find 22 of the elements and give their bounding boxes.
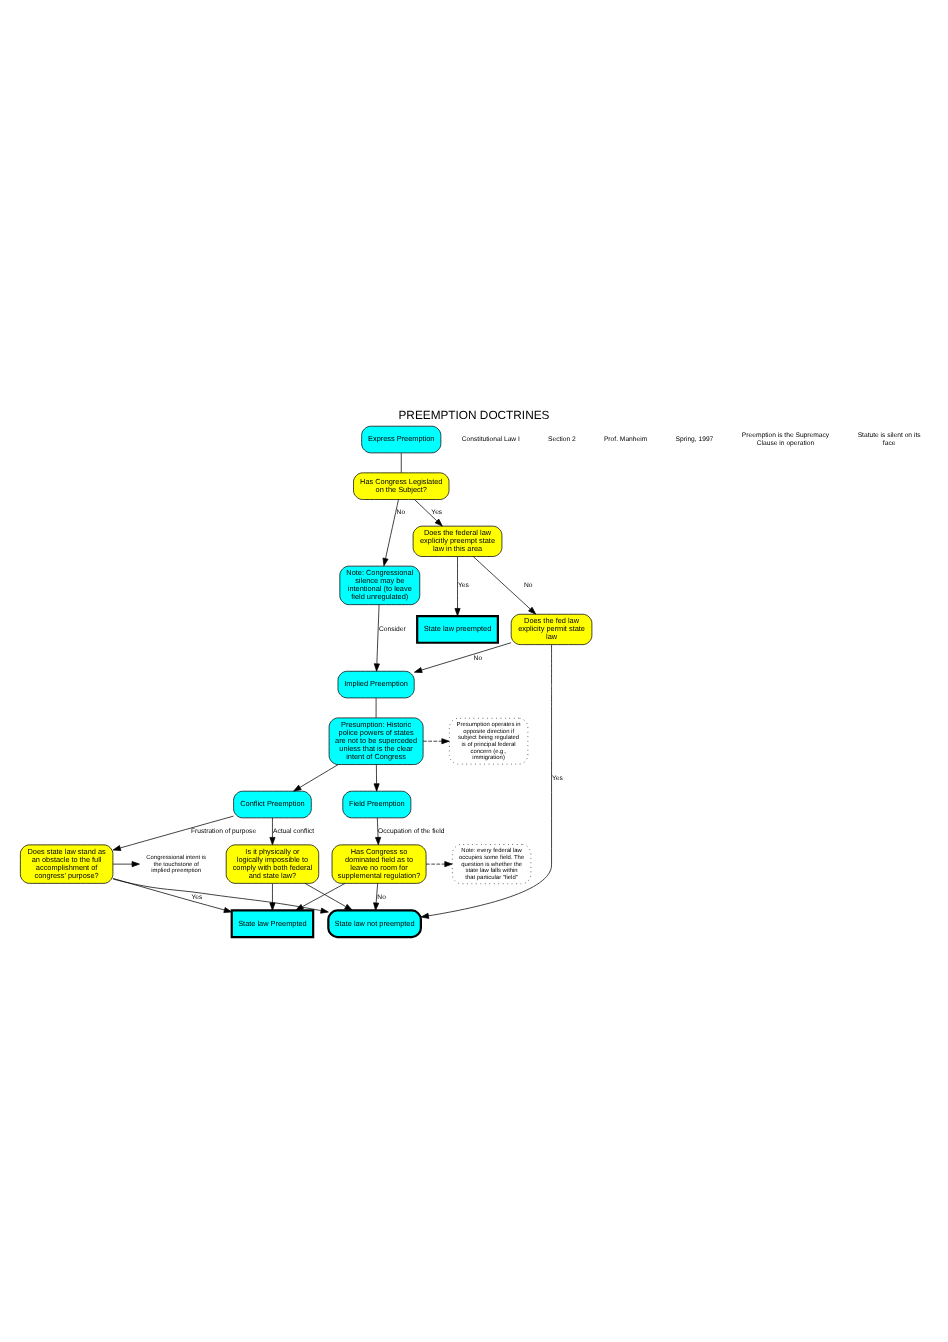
arrow bbox=[382, 498, 399, 566]
arrow bbox=[373, 763, 380, 791]
arrow bbox=[454, 555, 461, 616]
arrow bbox=[112, 877, 232, 912]
arrow bbox=[269, 882, 276, 910]
arrow bbox=[414, 641, 512, 672]
arrow bbox=[112, 860, 140, 867]
arrow bbox=[269, 816, 276, 845]
arrow bbox=[295, 882, 346, 910]
arrow bbox=[112, 877, 329, 913]
arrow bbox=[425, 860, 453, 867]
arrow bbox=[375, 816, 381, 845]
arrow bbox=[112, 814, 234, 850]
arrow bbox=[472, 555, 537, 614]
arrow bbox=[420, 643, 552, 918]
arrow bbox=[293, 763, 339, 791]
arrow bbox=[373, 882, 380, 910]
arrow bbox=[304, 882, 353, 910]
arrow bbox=[414, 498, 443, 526]
arrow bbox=[422, 737, 450, 744]
connector bbox=[400, 451, 402, 473]
arrow bbox=[373, 603, 380, 671]
